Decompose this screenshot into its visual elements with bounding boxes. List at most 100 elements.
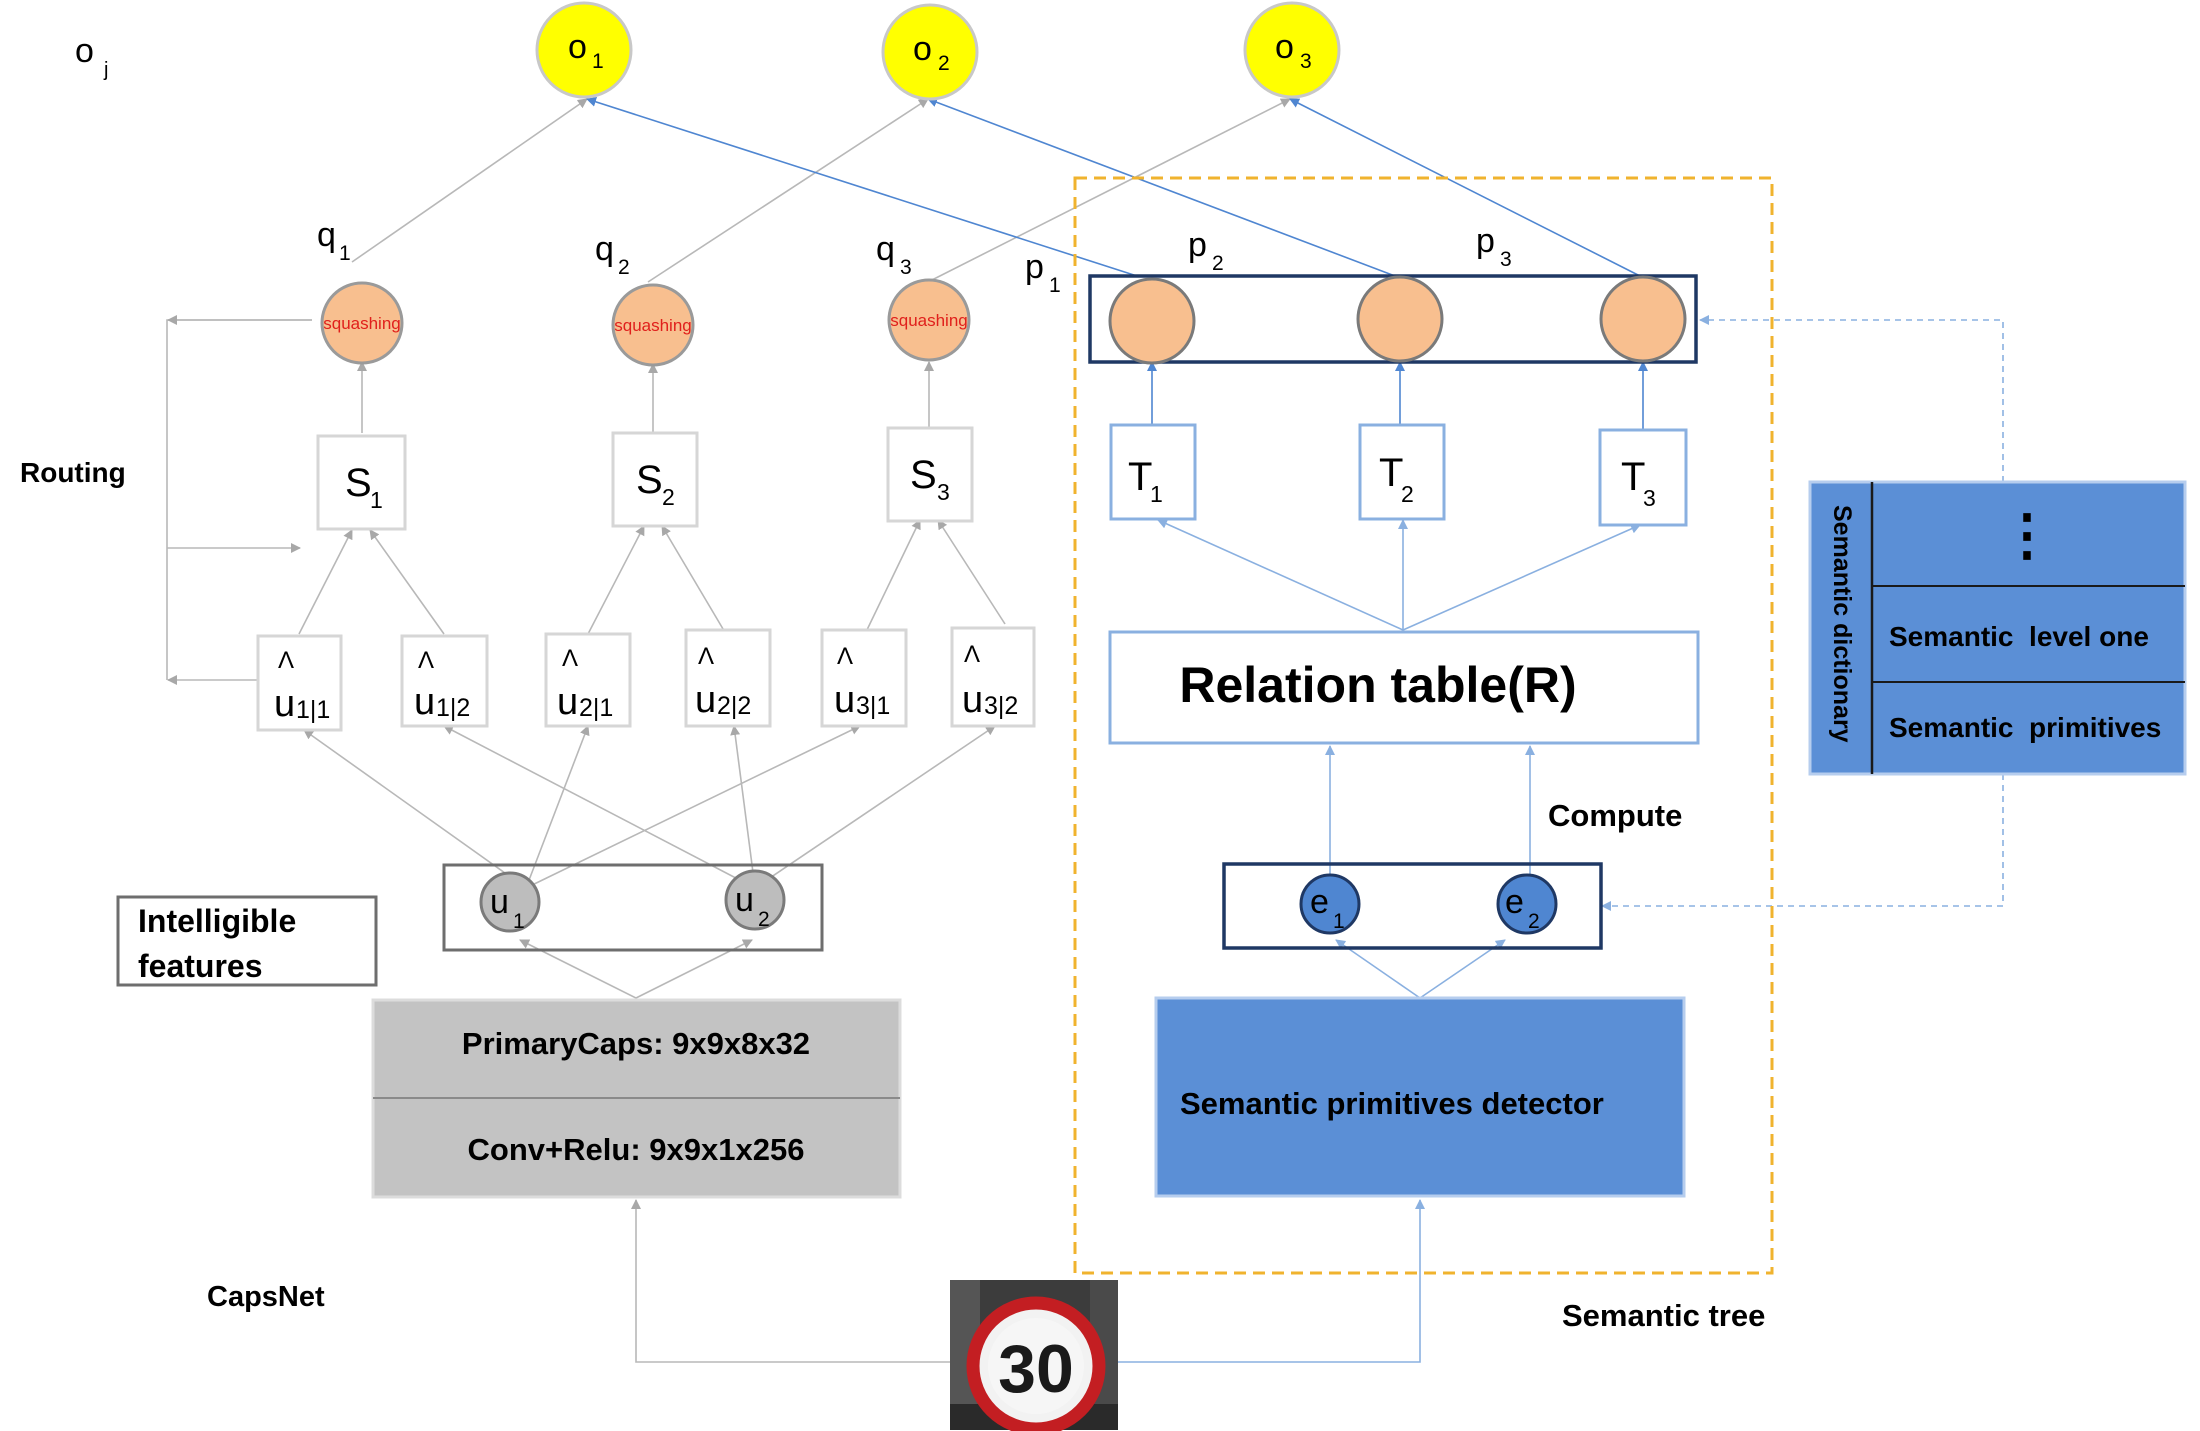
output-node-2: o 2: [881, 3, 979, 101]
svg-text:e: e: [1505, 883, 1524, 921]
u-hat-box-22: Λ u 2|2: [684, 628, 772, 728]
relation-table-label: Relation table(R): [1179, 657, 1576, 713]
dictionary-level-one: Semantic level one: [1889, 621, 2149, 652]
squashing-node-1: squashing: [320, 281, 404, 365]
e-node-1: e 1: [1299, 873, 1361, 935]
svg-text:3: 3: [937, 479, 950, 505]
svg-text:Λ: Λ: [278, 647, 294, 674]
u-hat-box-21: Λ u 2|1: [544, 632, 632, 728]
output-node-3: o 3: [1243, 1, 1341, 99]
conv-relu-label: Conv+Relu: 9x9x1x256: [468, 1132, 805, 1167]
q-label-3: q 3: [876, 230, 912, 279]
svg-text:2|1: 2|1: [579, 694, 613, 722]
u-hat-box-12: Λ u 1|2: [400, 634, 489, 728]
svg-text:1: 1: [1049, 274, 1061, 297]
arrow-u2-u32: [754, 725, 996, 889]
dict-to-e-dashed: [1601, 774, 2004, 911]
svg-text:1|2: 1|2: [436, 694, 470, 722]
outputs-label-main: o: [75, 32, 94, 70]
primary-caps-label: PrimaryCaps: 9x9x8x32: [462, 1026, 810, 1061]
svg-text:2: 2: [1212, 252, 1224, 275]
arrow-u1-u11: [303, 729, 527, 889]
svg-text:2: 2: [618, 256, 630, 279]
squashing-node-2: squashing: [611, 283, 695, 367]
arrow-u31-s3: [864, 519, 921, 635]
svg-text:Λ: Λ: [698, 643, 714, 670]
svg-text:p: p: [1476, 222, 1495, 260]
u-hat-box-31: Λ u 3|1: [820, 628, 908, 728]
svg-text:2: 2: [758, 908, 770, 931]
t-box-3: T 3: [1598, 428, 1688, 527]
q-label-2: q 2: [595, 230, 630, 279]
u-node-2: u 2: [724, 869, 786, 931]
svg-text:T: T: [1128, 455, 1152, 499]
routing-loop: [166, 319, 312, 680]
svg-text:features: features: [138, 948, 263, 984]
svg-text:u: u: [834, 679, 855, 721]
svg-text:q: q: [317, 216, 336, 254]
dictionary-primitives: Semantic primitives: [1889, 712, 2161, 743]
capsnet-title: CapsNet: [207, 1281, 325, 1313]
compute-label: Compute: [1548, 798, 1682, 833]
svg-text:1: 1: [1333, 910, 1345, 933]
intelligible-features-box: Intelligible features: [116, 895, 378, 987]
p-label-1: p 1: [1025, 248, 1061, 297]
output-node-1: o 1: [535, 1, 633, 99]
arrow-u1-u31: [525, 725, 861, 889]
svg-text:p: p: [1025, 248, 1044, 286]
svg-text:Λ: Λ: [418, 647, 434, 674]
arrow-r-t3: [1402, 524, 1641, 631]
p-node-2: [1356, 275, 1444, 363]
svg-text:p: p: [1188, 226, 1207, 264]
dictionary-ellipsis: ⋮: [1999, 503, 2055, 566]
e-node-2: e 2: [1496, 873, 1558, 935]
u-hat-box-11: Λ u 1|1: [256, 634, 343, 732]
semantic-tree-frame: [1073, 176, 1774, 1275]
svg-text:1|1: 1|1: [296, 696, 330, 724]
svg-text:u: u: [490, 883, 509, 921]
arrow-u1-u21: [525, 725, 590, 889]
svg-text:u: u: [557, 681, 578, 723]
svg-text:1: 1: [339, 242, 351, 265]
outputs-label-sub: j: [103, 59, 108, 81]
svg-text:3: 3: [900, 256, 912, 279]
dict-to-p-dashed: [1699, 315, 2004, 482]
svg-text:1: 1: [370, 487, 383, 513]
squashing-node-3: squashing: [887, 278, 971, 362]
p-node-1: [1108, 277, 1196, 365]
svg-text:squashing: squashing: [614, 316, 692, 335]
svg-text:3|2: 3|2: [984, 692, 1018, 720]
svg-text:u: u: [274, 683, 295, 725]
svg-text:o: o: [1275, 28, 1294, 66]
svg-text:o: o: [913, 30, 932, 68]
svg-text:u: u: [735, 881, 754, 919]
arrow-p2-o2: [927, 97, 1396, 277]
arrow-u2-u22: [730, 725, 756, 889]
outputs-label: o j: [75, 32, 108, 81]
svg-text:T: T: [1379, 451, 1403, 495]
arrow-p3-o3: [1289, 98, 1641, 277]
arrow-q3-o3: [927, 98, 1291, 283]
arrow-u12-s1: [369, 529, 445, 635]
arrow-image-capsnet: [631, 1199, 950, 1363]
svg-text:Intelligible: Intelligible: [138, 903, 296, 939]
semantic-tree-title: Semantic tree: [1562, 1298, 1765, 1333]
arrow-u22-s2: [661, 525, 727, 635]
semantic-dictionary-title: Semantic dictionary: [1828, 505, 1856, 743]
svg-text:squashing: squashing: [323, 314, 401, 333]
u-node-1: u 1: [479, 871, 541, 933]
arrow-u21-s2: [587, 525, 645, 635]
svg-text:T: T: [1621, 455, 1645, 499]
svg-text:3: 3: [1500, 248, 1512, 271]
p-label-2: p 2: [1188, 226, 1224, 275]
svg-text:3: 3: [1643, 485, 1656, 511]
semantic-detector-label: Semantic primitives detector: [1180, 1086, 1604, 1121]
svg-text:S: S: [345, 461, 372, 505]
relation-table-box: Relation table(R): [1108, 630, 1700, 745]
sign-text: 30: [998, 1331, 1074, 1407]
svg-text:3|1: 3|1: [856, 692, 890, 720]
arrow-r-t1: [1157, 519, 1404, 631]
p-label-3: p 3: [1476, 222, 1512, 271]
arrow-p1-o1: [586, 96, 1138, 277]
